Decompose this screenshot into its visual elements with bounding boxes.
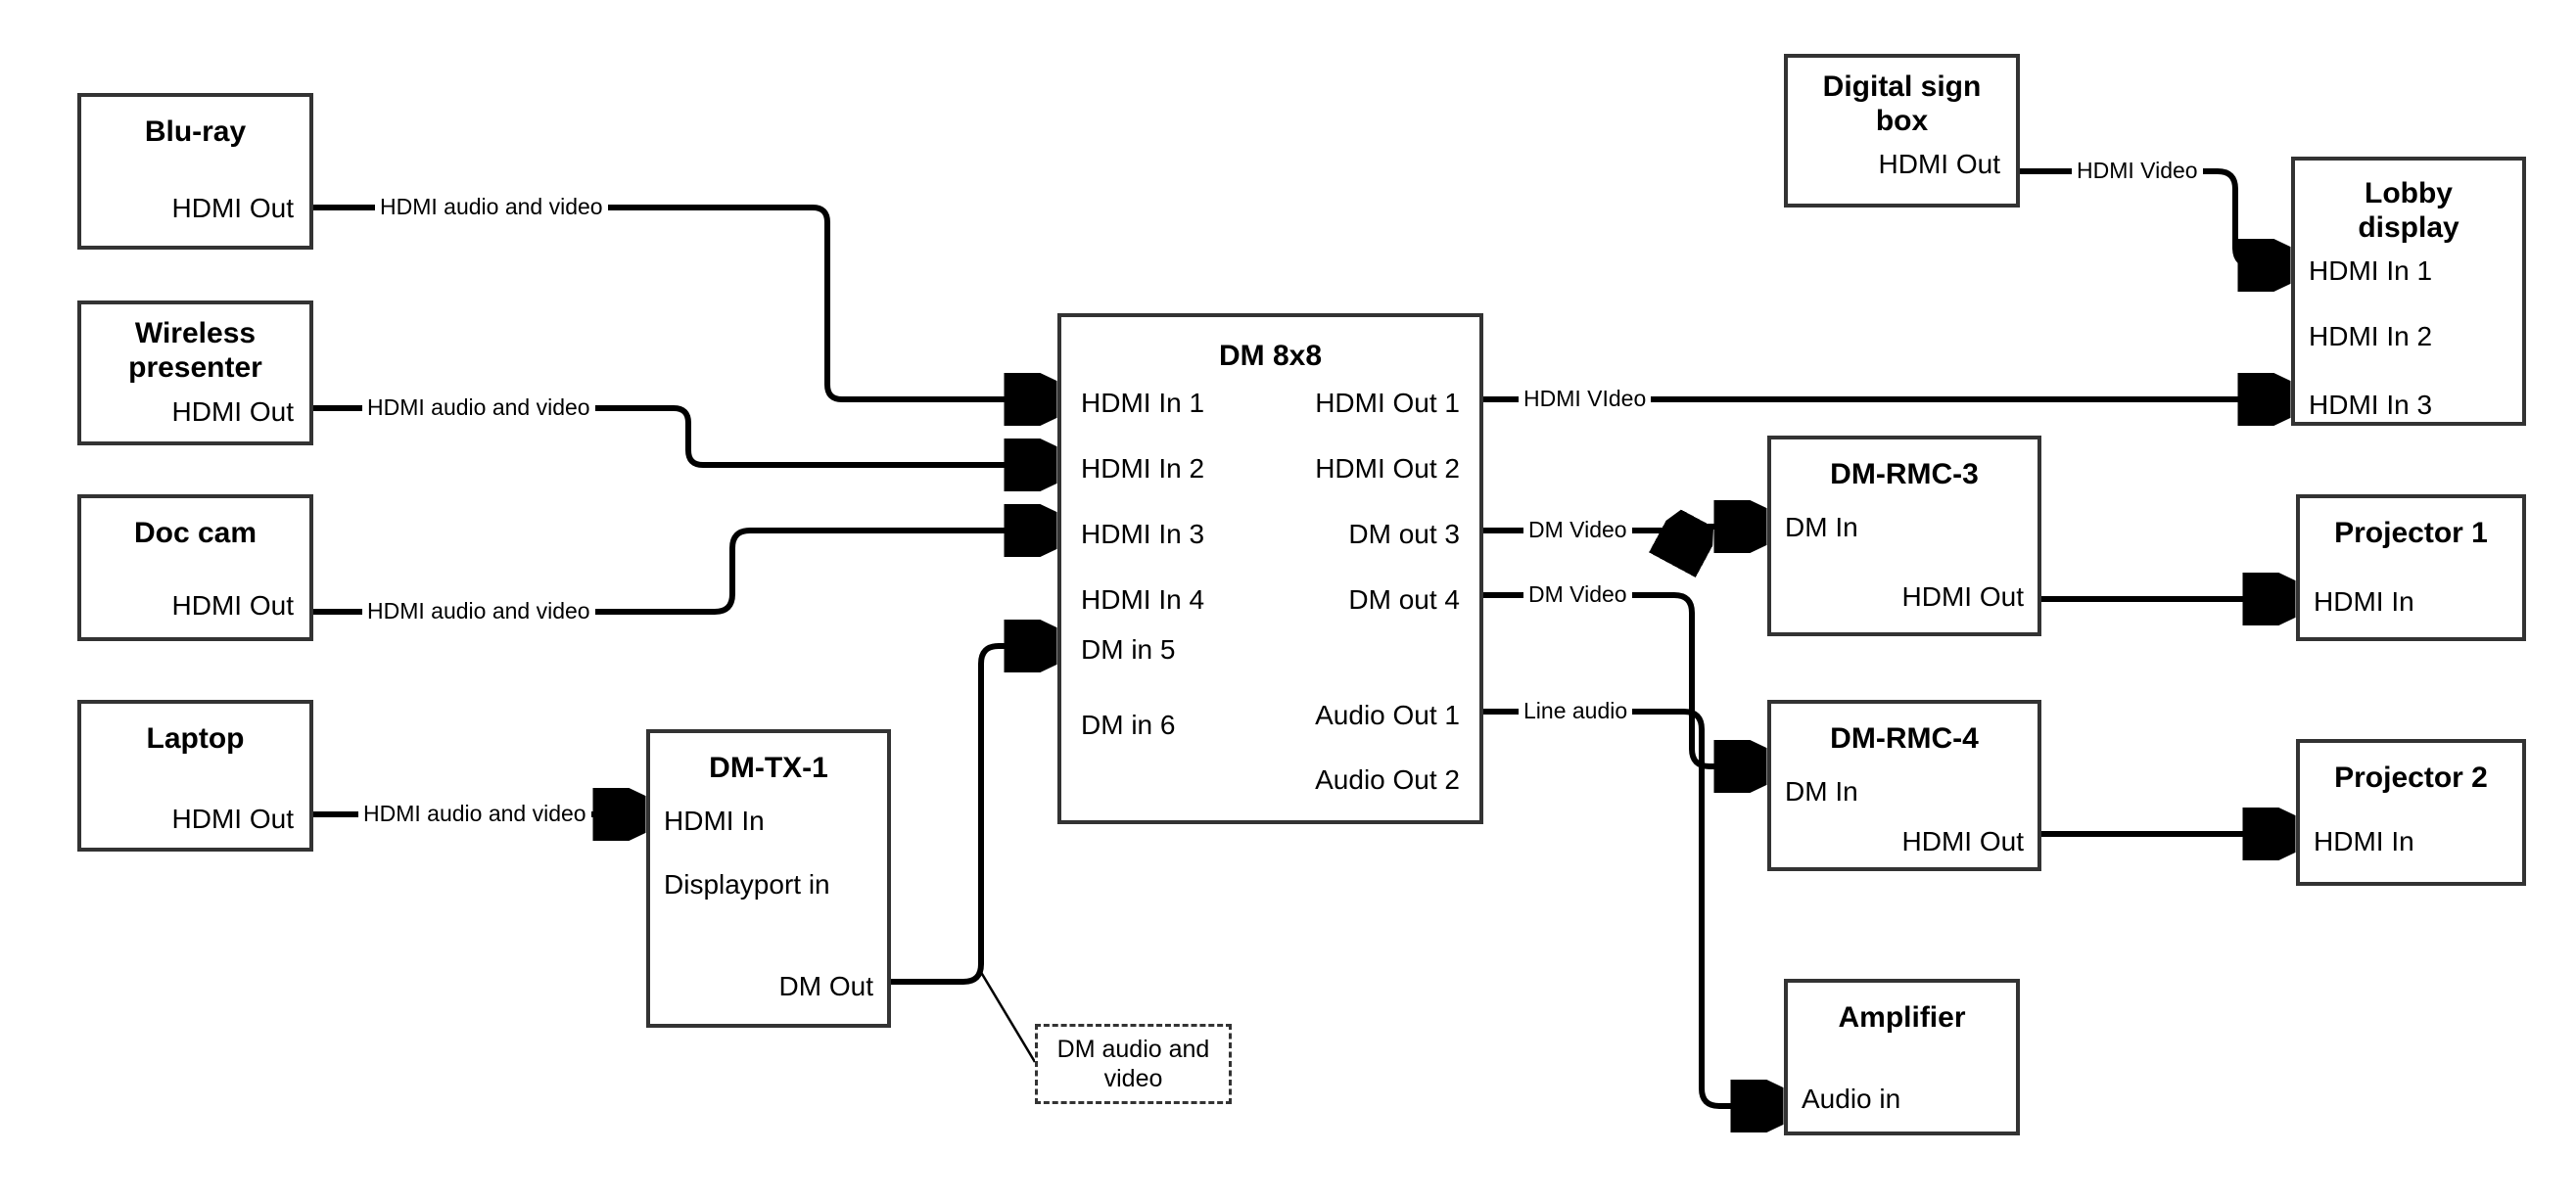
wire-dm-out-4-to-dmrmc4 xyxy=(1483,592,1757,766)
edge-label-audio-out-1-to-amplifier: Line audio xyxy=(1519,700,1633,722)
node-lobby-display-title-line-2: display xyxy=(2358,211,2459,244)
node-digital-sign-box-title-line-1: Digital sign xyxy=(1822,70,1982,103)
node-dm-8x8[interactable]: DM 8x8 HDMI In 1 HDMI In 2 HDMI In 3 HDM… xyxy=(1057,313,1483,824)
edge-label-doccam-to-hdmi-in-3: HDMI audio and video xyxy=(362,600,595,623)
node-projector-1-title: Projector 1 xyxy=(2334,517,2488,549)
port-digital-sign-box-hdmi-out: HDMI Out xyxy=(1878,149,2000,179)
port-lobby-display-hdmi-in-1: HDMI In 1 xyxy=(2309,255,2433,286)
port-dm-rmc-4-hdmi-out: HDMI Out xyxy=(1901,826,2024,856)
port-laptop-hdmi-out: HDMI Out xyxy=(171,804,294,834)
port-bluray-hdmi-out: HDMI Out xyxy=(171,193,294,223)
wire-bluray-to-hdmi-in-1 xyxy=(313,205,1048,399)
port-dm-8x8-hdmi-out-2: HDMI Out 2 xyxy=(1315,453,1460,484)
node-amplifier-title: Amplifier xyxy=(1838,1001,1966,1034)
node-digital-sign-box-title-line-2: box xyxy=(1875,105,1929,137)
node-projector-2-title: Projector 2 xyxy=(2334,762,2488,794)
node-bluray-title: Blu-ray xyxy=(144,115,247,148)
node-dm-tx-1-title: DM-TX-1 xyxy=(709,752,828,784)
edge-label-dm-out-3-to-dmrmc3: DM Video xyxy=(1523,519,1632,541)
port-dm-rmc-4-dm-in: DM In xyxy=(1785,776,1858,807)
node-laptop[interactable]: Laptop HDMI Out xyxy=(77,700,313,852)
port-lobby-display-hdmi-in-3: HDMI In 3 xyxy=(2309,390,2433,420)
port-dm-rmc-3-dm-in: DM In xyxy=(1785,512,1858,542)
port-dm-8x8-audio-out-1: Audio Out 1 xyxy=(1315,700,1460,730)
port-dm-rmc-3-hdmi-out: HDMI Out xyxy=(1901,581,2024,612)
edge-label-wireless-to-hdmi-in-2: HDMI audio and video xyxy=(362,396,595,419)
annotation-dm-audio-and-video: DM audio and video xyxy=(1035,1024,1232,1104)
edge-label-laptop-to-dmtx1: HDMI audio and video xyxy=(358,803,591,825)
node-dm-8x8-title: DM 8x8 xyxy=(1218,340,1323,372)
port-dm-tx-1-dm-out: DM Out xyxy=(778,971,873,1001)
port-dm-8x8-dm-out-4: DM out 4 xyxy=(1348,584,1460,615)
wire-dm-out-3-to-dmrmc3 xyxy=(1483,527,1693,539)
node-dm-rmc-3[interactable]: DM-RMC-3 DM In HDMI Out xyxy=(1767,436,2041,636)
node-digital-sign-box[interactable]: Digital sign box HDMI Out xyxy=(1784,54,2020,208)
port-doc-cam-hdmi-out: HDMI Out xyxy=(171,590,294,621)
node-lobby-display[interactable]: Lobby display HDMI In 1 HDMI In 2 HDMI I… xyxy=(2291,157,2526,426)
node-dm-rmc-4[interactable]: DM-RMC-4 DM In HDMI Out xyxy=(1767,700,2041,871)
port-dm-8x8-dm-in-6: DM in 6 xyxy=(1081,710,1176,740)
edge-label-digitalsign-to-lobby: HDMI Video xyxy=(2072,160,2203,182)
node-wireless-presenter[interactable]: Wireless presenter HDMI Out xyxy=(77,300,313,445)
port-dm-8x8-dm-out-3: DM out 3 xyxy=(1348,519,1460,549)
port-dm-8x8-hdmi-out-1: HDMI Out 1 xyxy=(1315,388,1460,418)
wire-audio-out-1-to-amplifier xyxy=(1483,709,1774,1106)
wire-doccam-to-hdmi-in-3 xyxy=(313,531,1048,615)
node-lobby-display-title-line-1: Lobby xyxy=(2365,177,2453,209)
node-doc-cam[interactable]: Doc cam HDMI Out xyxy=(77,494,313,641)
annotation-line-2: video xyxy=(1103,1065,1163,1092)
node-projector-1[interactable]: Projector 1 HDMI In xyxy=(2296,494,2526,641)
port-dm-8x8-audio-out-2: Audio Out 2 xyxy=(1315,764,1460,795)
edge-label-hdmi-out-1-to-lobby: HDMI VIdeo xyxy=(1519,388,1652,410)
port-dm-8x8-hdmi-in-4: HDMI In 4 xyxy=(1081,584,1205,615)
node-bluray[interactable]: Blu-ray HDMI Out xyxy=(77,93,313,250)
port-dm-8x8-dm-in-5: DM in 5 xyxy=(1081,634,1176,665)
wire-dmtx1-to-dm-in-5 xyxy=(891,646,1048,985)
node-amplifier[interactable]: Amplifier Audio in xyxy=(1784,979,2020,1135)
annotation-line-1: DM audio and xyxy=(1056,1035,1210,1063)
node-doc-cam-title: Doc cam xyxy=(133,517,258,549)
port-projector-1-hdmi-in: HDMI In xyxy=(2314,586,2414,617)
node-dm-rmc-3-title: DM-RMC-3 xyxy=(1830,458,1979,490)
port-dm-tx-1-displayport-in: Displayport in xyxy=(664,869,830,900)
node-dm-tx-1[interactable]: DM-TX-1 HDMI In Displayport in DM Out xyxy=(646,729,891,1028)
port-lobby-display-hdmi-in-2: HDMI In 2 xyxy=(2309,321,2433,351)
node-wireless-presenter-title-line-1: Wireless xyxy=(134,317,257,349)
port-dm-8x8-hdmi-in-2: HDMI In 2 xyxy=(1081,453,1205,484)
wire-wireless-to-hdmi-in-2 xyxy=(313,405,1048,465)
port-amplifier-audio-in: Audio in xyxy=(1802,1084,1901,1114)
port-dm-8x8-hdmi-in-1: HDMI In 1 xyxy=(1081,388,1205,418)
node-laptop-title: Laptop xyxy=(146,722,245,755)
port-wireless-presenter-hdmi-out: HDMI Out xyxy=(171,396,294,427)
node-dm-rmc-4-title: DM-RMC-4 xyxy=(1830,722,1979,755)
edge-label-bluray-to-hdmi-in-1: HDMI audio and video xyxy=(375,196,608,218)
node-projector-2[interactable]: Projector 2 HDMI In xyxy=(2296,739,2526,886)
port-projector-2-hdmi-in: HDMI In xyxy=(2314,826,2414,856)
edge-label-dm-out-4-to-dmrmc4: DM Video xyxy=(1523,583,1632,606)
node-wireless-presenter-title-line-2: presenter xyxy=(128,351,262,384)
port-dm-tx-1-hdmi-in: HDMI In xyxy=(664,806,765,836)
wire-digitalsign-to-lobby-hdmi-in-1 xyxy=(2020,168,2281,265)
leader-line-dm-cable-note xyxy=(977,968,1037,1063)
port-dm-8x8-hdmi-in-3: HDMI In 3 xyxy=(1081,519,1205,549)
